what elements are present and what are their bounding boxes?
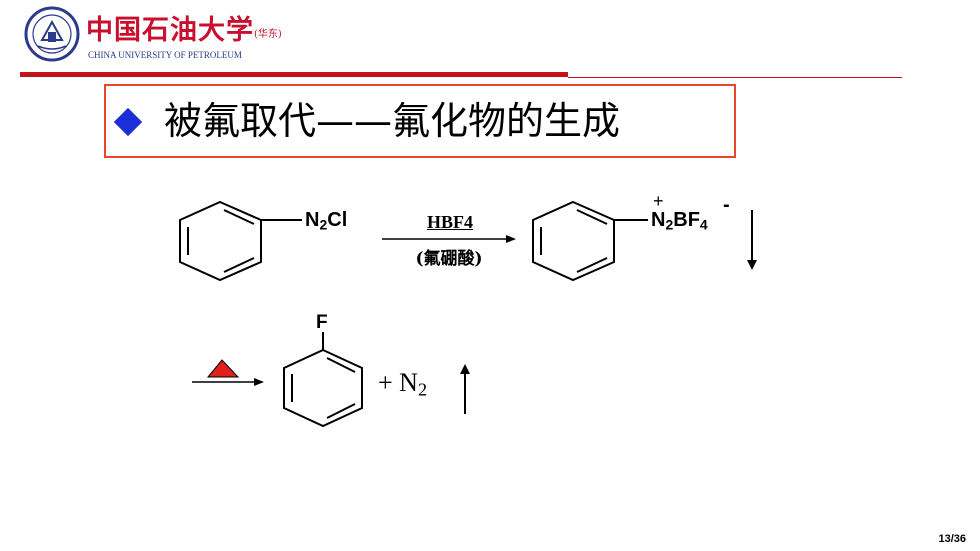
fluoroborate-minus-charge: - (723, 194, 730, 216)
university-seal-icon (24, 6, 80, 62)
university-campus-label: (华东) (254, 29, 282, 40)
diazonium-plus-charge: + (653, 191, 664, 211)
reagent-formula: HBF4 (426, 212, 473, 232)
university-name-en: CHINA UNIVERSITY OF PETROLEUM (88, 50, 242, 60)
slide-title: 被氟取代——氟化物的生成 (164, 99, 621, 143)
header-accent-bar (20, 72, 568, 77)
page-number: 13/36 (938, 533, 966, 545)
diazonium-fluoroborate-group: N2BF4 (651, 209, 708, 233)
fluorine-substituent: F (316, 312, 328, 333)
university-name-cn: 中国石油大学(华东) (86, 15, 282, 46)
nitrogen-byproduct: + N2 (378, 368, 428, 400)
title-box (104, 84, 736, 158)
diazonium-chloride-group: N2Cl (305, 209, 348, 233)
reagent-name: (氟硼酸) (415, 249, 483, 269)
header-divider-line (568, 77, 902, 78)
